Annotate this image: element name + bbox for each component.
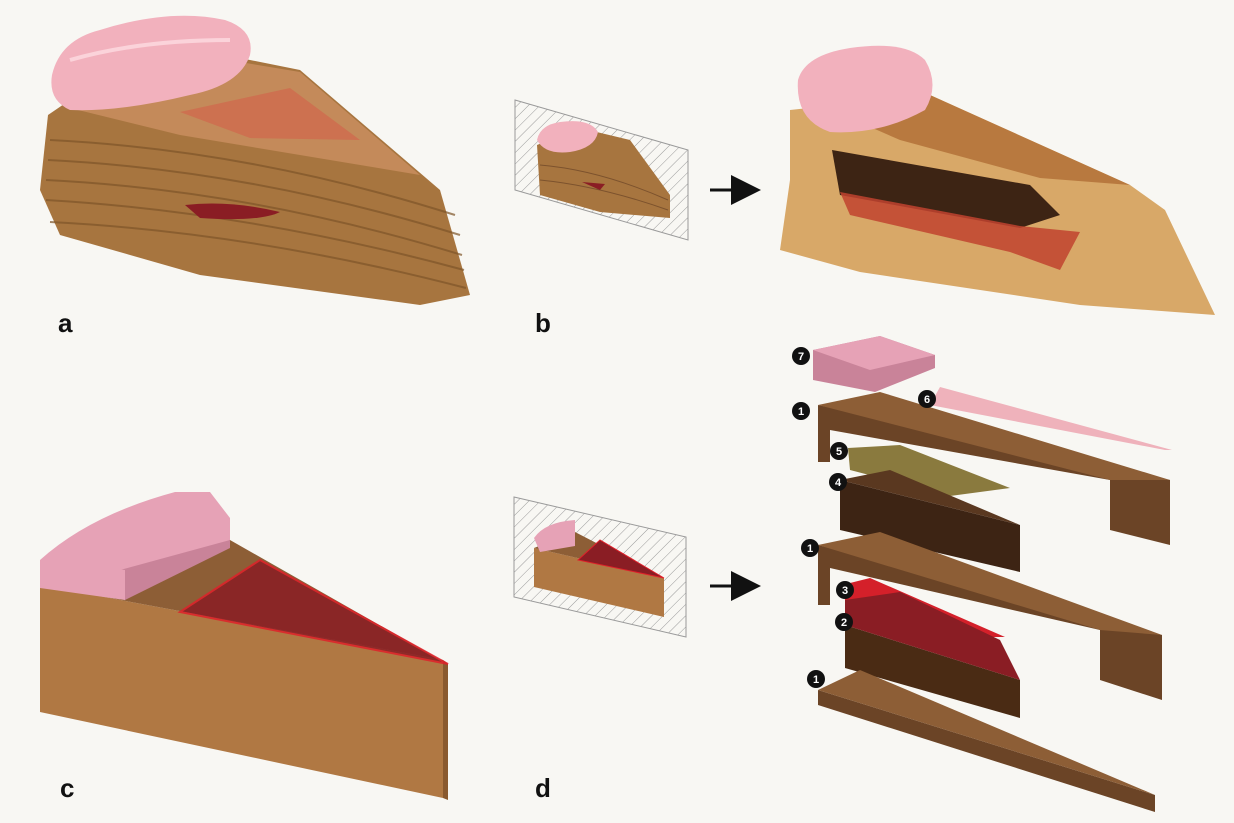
model-c-front (40, 585, 443, 798)
slice-b-layer-lines (539, 164, 669, 211)
section-chocolate (832, 150, 1060, 228)
slice-a-layer-lines (45, 139, 467, 289)
layer-2-filling (845, 592, 1020, 718)
panel-label-a: a (58, 308, 73, 338)
section-jam (840, 192, 1080, 270)
slice-b-jam (582, 182, 605, 190)
model-c-side (443, 660, 448, 800)
panel-label-c: c (60, 773, 74, 803)
layer-1-middle-shell (818, 532, 1162, 700)
layer-5-filling (848, 445, 1010, 496)
layer-7-frosting (813, 336, 935, 392)
panel-a-printed-slice (40, 15, 470, 305)
svg-text:4: 4 (835, 477, 842, 489)
badge-1-top: 1 (792, 402, 810, 420)
panel-label-d: d (535, 773, 551, 803)
layer-badges: 7 6 1 5 4 1 3 2 (792, 347, 936, 688)
slice-a-frosting-highlight (69, 38, 231, 62)
panel-b-cut-plane (514, 99, 689, 241)
panel-d-cut-plane (513, 496, 687, 638)
svg-text:5: 5 (836, 446, 842, 458)
badge-4: 4 (829, 473, 847, 491)
svg-text:3: 3 (842, 585, 848, 597)
badge-1-middle: 1 (801, 539, 819, 557)
section-frosting (797, 45, 933, 133)
model-c-frosting-front (40, 560, 125, 600)
svg-text:1: 1 (813, 674, 819, 686)
badge-3: 3 (836, 581, 854, 599)
model-c-frosting-side (120, 540, 230, 600)
panel-b-cross-section (780, 45, 1215, 315)
badge-6: 6 (918, 390, 936, 408)
svg-text:6: 6 (924, 394, 930, 406)
model-c-jam (177, 558, 449, 665)
svg-text:1: 1 (807, 543, 813, 555)
exploded-layers (813, 336, 1172, 812)
layer-4-chocolate (840, 470, 1020, 572)
badge-7: 7 (792, 347, 810, 365)
slice-b-frosting (537, 121, 598, 153)
layer-1-bottom-slab (818, 670, 1155, 812)
model-d-jam (576, 539, 665, 579)
model-d-front (534, 548, 664, 617)
slice-a-jam (185, 203, 280, 220)
svg-text:2: 2 (841, 617, 847, 629)
badge-5: 5 (830, 442, 848, 460)
svg-text:1: 1 (798, 406, 804, 418)
model-d-frosting (534, 520, 575, 552)
badge-2: 2 (835, 613, 853, 631)
panel-label-b: b (535, 308, 551, 338)
panel-c-model (40, 492, 449, 800)
model-c-frosting-top (40, 492, 230, 590)
svg-text:7: 7 (798, 351, 804, 363)
layer-6-sheet (930, 387, 1172, 450)
layer-1-top-shell (818, 392, 1170, 545)
badge-1-bottom: 1 (807, 670, 825, 688)
slice-a-top-jam (180, 88, 360, 140)
